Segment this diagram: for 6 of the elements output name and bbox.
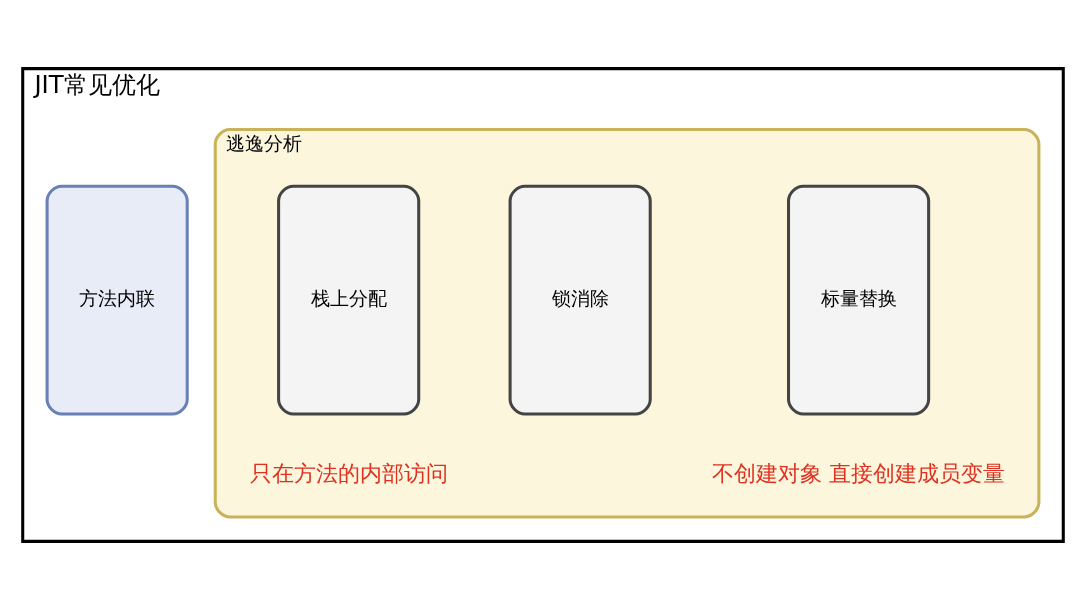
- node-box: 锁消除: [508, 184, 652, 416]
- label: 只在方法的内部访问: [249, 460, 448, 486]
- node-box: 标量替换: [787, 184, 931, 416]
- node-box: 栈上分配: [277, 184, 421, 416]
- label: 不创建对象 直接创建成员变量: [712, 460, 1006, 486]
- node-box: 方法内联: [45, 184, 189, 416]
